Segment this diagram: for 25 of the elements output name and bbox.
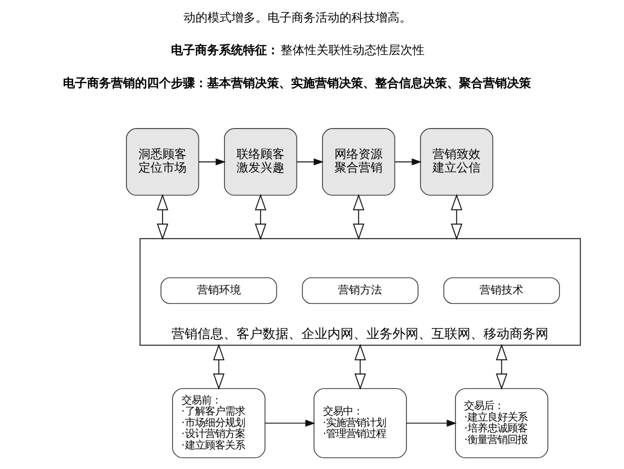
arrow	[213, 344, 225, 390]
arrow	[406, 420, 457, 427]
arrow	[198, 158, 226, 166]
node-box: 交易前： ·了解客户需求 ·市场细分规划 ·设计营销方案 ·建立顾客关系	[172, 388, 266, 458]
node-box: 交易后： ·建立良好关系 ·培养忠诚顾客 ·衡量营销回报	[455, 388, 548, 458]
arrow	[156, 194, 168, 240]
label: 电子商务营销的四个步骤：基本营销决策、实施营销决策、整合信息决策、聚合营销决策	[62, 76, 531, 90]
arrow	[264, 420, 316, 427]
arrow	[296, 158, 324, 166]
arrow	[450, 194, 462, 240]
label: 电子商务系统特征：整体性关联性动态性层次性	[170, 42, 424, 57]
arrow	[254, 194, 266, 240]
node-box: 网络资源聚合营销	[322, 128, 396, 196]
node-box: 交易中： ·实施营销计划 ·管理营销过程	[314, 388, 407, 458]
arrow	[352, 194, 364, 240]
arrow	[496, 344, 508, 390]
label: 动的模式增多。电子商务活动的科技增高。	[183, 10, 412, 25]
node-box: 营销方法	[302, 277, 418, 304]
node-box: 营销环境	[160, 277, 278, 304]
node-box: 营销技术	[443, 277, 560, 304]
arrow	[394, 158, 422, 166]
node-box: 营销致效建立公信	[420, 128, 494, 196]
node-box: 洞悉顾客定位市场	[126, 128, 200, 196]
arrow	[354, 344, 366, 390]
node-box: 联络顾客激发兴趣	[224, 128, 298, 196]
